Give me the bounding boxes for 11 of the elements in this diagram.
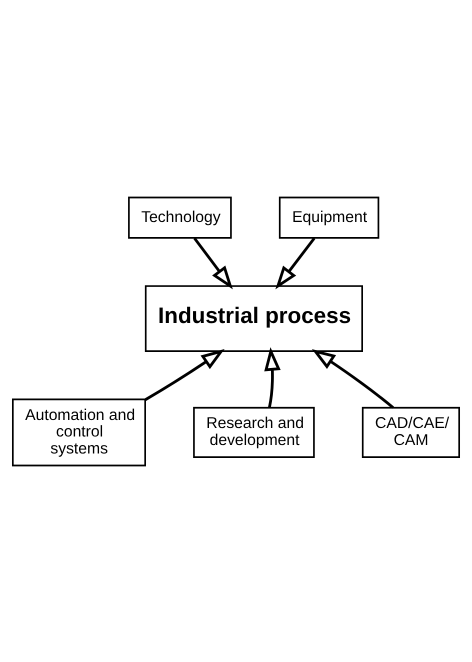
node-box: Research and development <box>193 406 315 458</box>
node-box: Industrial process <box>144 284 363 352</box>
arrow <box>144 348 225 400</box>
node-box: Automation and control systems <box>12 398 146 466</box>
arrow <box>193 236 233 289</box>
arrow <box>264 346 281 408</box>
node-box: Technology <box>128 196 232 238</box>
arrow <box>275 236 316 289</box>
node-box: Equipment <box>278 196 380 238</box>
node-box: CAD/CAE/ CAM <box>362 406 460 458</box>
arrow <box>312 348 394 408</box>
